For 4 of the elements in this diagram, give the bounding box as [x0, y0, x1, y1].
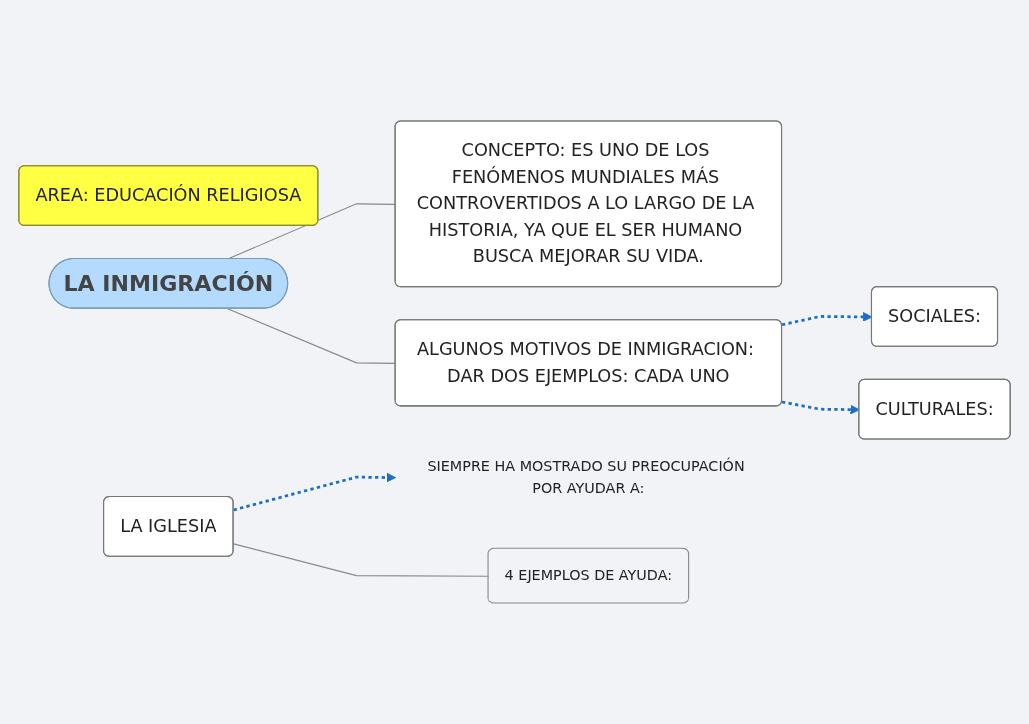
- connector: [233, 543, 490, 577]
- node-text: SIEMPRE HA MOSTRADO SU PREOCUPACIÓN POR AYUDAR A:: [427, 457, 745, 496]
- arrow: [233, 472, 397, 512]
- node-text: 4 EJEMPLOS DE AYUDA:: [504, 567, 673, 584]
